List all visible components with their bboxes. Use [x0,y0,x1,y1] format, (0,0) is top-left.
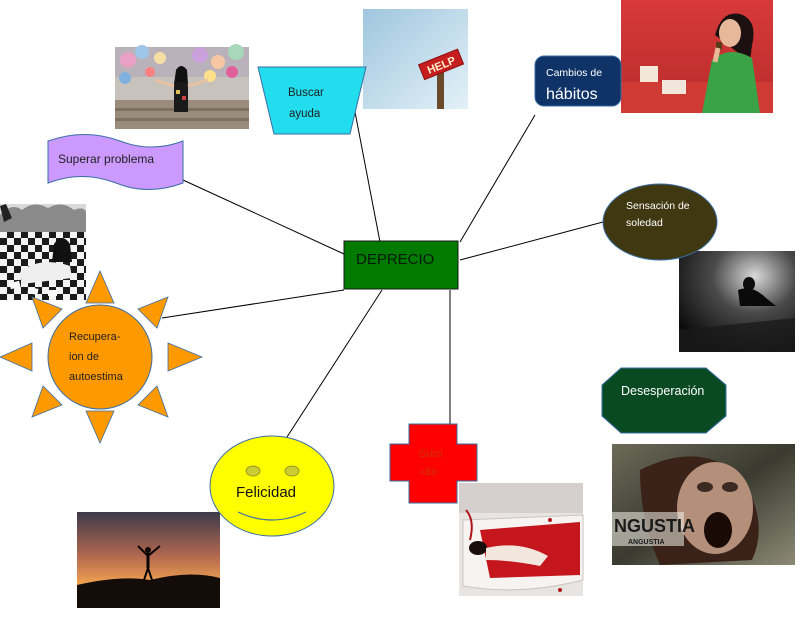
smiley-left-eye [245,465,261,477]
node-recuperacion-autoestima: Recupera- ion de autoestima [0,270,204,444]
cambios-habitos-line2: hábitos [546,86,598,103]
angustia-text-large: NGUSTIA [614,516,695,536]
photo-dark-tunnel [679,251,795,352]
node-sensacion-soledad: Sensación de soledad [602,183,718,261]
angustia-text-small: ANGUSTIA [628,539,665,546]
photo-help-sign: HELP [363,9,468,109]
connector-lines [161,111,604,438]
photo-girl-balloons [115,44,249,129]
smiley-right-eye [284,465,300,477]
connector-superar-problema [182,179,345,255]
recuperacion-line3: autoestima [69,371,124,383]
recuperacion-line2: ion de [69,351,99,363]
photo-girl-checkered-floor [0,204,86,300]
buscar-ayuda-line2: ayuda [289,108,321,120]
node-deprecio-center: DEPRECIO ... [343,240,459,290]
node-felicidad: Felicidad [209,435,335,537]
connector-buscar-ayuda [354,111,381,243]
photo-angustia: NGUSTIA ANGUSTIA [612,444,795,565]
desesperacion-label: Desesperación [621,384,704,398]
photo-woman-eating [621,0,773,113]
node-desesperacion: Desesperación [601,367,727,434]
node-superar-problema: Superar problema [47,134,184,190]
center-sublabel: ... [354,281,360,288]
node-cambios-habitos: Cambios de hábitos [534,55,622,107]
cambios-habitos-line1: Cambios de [546,67,602,79]
recuperacion-line1: Recupera- [69,331,121,343]
connector-recuperacion [161,289,345,319]
node-buscar-ayuda: Buscar ayuda [257,66,367,135]
suicidio-line1: Suici [419,448,443,460]
suicidio-line2: -dio [419,466,437,478]
connector-cambios-habitos [459,114,536,243]
photo-sunset-silhouette [77,512,220,608]
sensacion-soledad-line2: soledad [626,217,663,229]
node-suicidio: Suici -dio [389,423,478,504]
smiley-mouth [237,511,307,521]
felicidad-label: Felicidad [236,484,296,501]
sensacion-soledad-line1: Sensación de [626,200,690,212]
connector-sensacion-soledad [459,221,604,261]
buscar-ayuda-line1: Buscar [288,87,324,99]
sun-rays [0,270,204,444]
superar-problema-label: Superar problema [58,152,154,166]
connector-felicidad [286,289,383,438]
center-title: DEPRECIO [356,251,434,268]
photo-bathtub [459,483,584,596]
